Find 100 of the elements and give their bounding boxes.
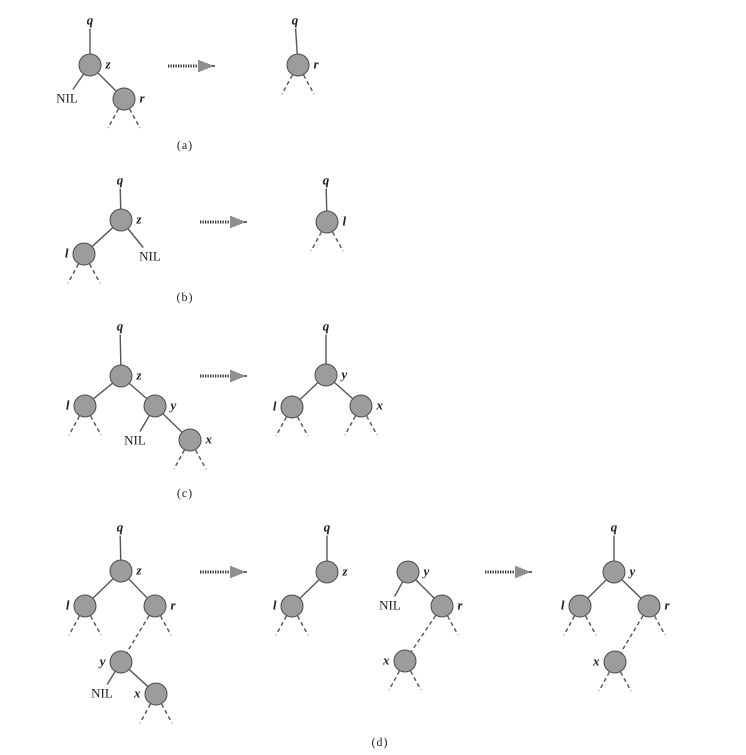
tree-edge	[162, 414, 182, 432]
tree-edge	[92, 227, 113, 247]
tree-edge	[588, 580, 606, 598]
node-name-label: l	[560, 598, 564, 612]
node-name-label: x	[376, 398, 383, 412]
node-name-label: x	[383, 652, 390, 668]
subtree-stub	[620, 672, 632, 692]
node-name-label: l	[64, 246, 68, 260]
panel-caption: (b)	[176, 290, 194, 304]
node-name-label: y	[100, 654, 106, 668]
node-name-label: z	[342, 564, 348, 578]
variable-label: q	[322, 318, 330, 334]
tree-edge	[300, 382, 318, 400]
null-leaf-label: NIL	[139, 248, 161, 264]
subtree-stub	[654, 616, 666, 636]
tree-edge	[89, 28, 91, 54]
tree-edge	[120, 334, 122, 365]
subtree-stub	[281, 74, 294, 94]
tree-edge	[92, 578, 114, 598]
subtree-stub	[598, 672, 610, 692]
node-name-label: z	[136, 562, 142, 578]
tree-edge	[120, 535, 122, 560]
node-name-label: l	[66, 398, 70, 412]
node-name-label: r	[664, 598, 670, 612]
tree-edge	[93, 382, 113, 400]
tree-edge	[416, 580, 434, 598]
tree-edge	[300, 580, 320, 598]
dashed-edge	[620, 615, 644, 653]
node-name-label: y	[424, 564, 430, 578]
node-name-label: x	[593, 654, 600, 668]
variable-label: q	[324, 520, 330, 534]
tree-edge	[129, 669, 148, 687]
tree-edge	[622, 580, 642, 598]
subtree-stub	[296, 416, 309, 436]
tree-edge	[613, 536, 615, 560]
subtree-stub	[160, 704, 173, 724]
subtree-stub	[68, 416, 80, 436]
subtree-stub	[388, 670, 400, 690]
subtree-stub	[88, 264, 101, 284]
null-leaf-label: NIL	[379, 598, 401, 612]
tree-edge	[72, 74, 84, 90]
null-leaf-label: NIL	[124, 432, 146, 448]
subtree-stub	[563, 616, 576, 636]
node-name-label: x	[134, 686, 140, 700]
variable-label: q	[86, 12, 94, 28]
variable-label: q	[116, 172, 124, 188]
null-leaf-label: NIL	[56, 90, 78, 106]
subtree-stub	[160, 616, 172, 636]
subtree-stub	[90, 416, 102, 436]
tree-edge	[120, 188, 122, 209]
subtree-stub	[310, 232, 322, 252]
subtree-stub	[275, 416, 288, 436]
node-name-label: r	[458, 598, 463, 612]
subtree-stub	[139, 704, 152, 724]
subtree-stub	[584, 616, 597, 636]
node-name-label: x	[206, 432, 212, 446]
variable-label: q	[292, 12, 298, 28]
tree-edge	[325, 334, 327, 364]
subtree-stub	[107, 108, 120, 128]
subtree-stub	[128, 108, 141, 128]
panel-caption: (c)	[176, 486, 194, 500]
subtree-stub	[275, 616, 288, 636]
subtree-stub	[68, 616, 80, 636]
dashed-edge	[126, 615, 150, 653]
node-name-label: r	[170, 598, 176, 612]
variable-label: q	[610, 520, 618, 534]
subtree-stub	[296, 616, 309, 636]
variable-label: q	[116, 520, 124, 534]
subtree-stub	[302, 74, 315, 94]
node-name-label: l	[272, 598, 276, 612]
node-name-label: l	[272, 398, 276, 414]
subtree-stub	[410, 670, 422, 690]
tree-edge	[128, 228, 144, 248]
tree-edge	[294, 28, 298, 54]
node-name-label: y	[170, 398, 176, 412]
subtree-stub	[332, 232, 344, 252]
tree-edge	[128, 578, 148, 598]
subtree-stub	[67, 264, 80, 284]
tree-edge	[139, 416, 150, 432]
node-name-label: r	[314, 56, 319, 72]
subtree-stub	[90, 616, 102, 636]
variable-label: q	[116, 318, 124, 334]
subtree-stub	[446, 616, 459, 636]
tree-edge	[98, 72, 116, 92]
panel-caption: (d)	[372, 735, 388, 749]
node-name-label: z	[136, 368, 142, 382]
variable-label: q	[322, 172, 330, 188]
null-leaf-label: NIL	[91, 686, 113, 700]
tree-edge	[394, 582, 404, 597]
node-name-label: l	[66, 598, 70, 612]
subtree-stub	[344, 416, 356, 436]
tree-edge	[326, 536, 328, 560]
node-name-label: z	[106, 56, 111, 72]
subtree-stub	[366, 416, 378, 436]
tree-edge	[326, 188, 328, 211]
node-name-label: r	[140, 90, 145, 106]
node-name-label: y	[342, 366, 348, 382]
subtree-stub	[173, 450, 186, 470]
tree-edge	[129, 383, 147, 399]
subtree-stub	[194, 450, 207, 470]
